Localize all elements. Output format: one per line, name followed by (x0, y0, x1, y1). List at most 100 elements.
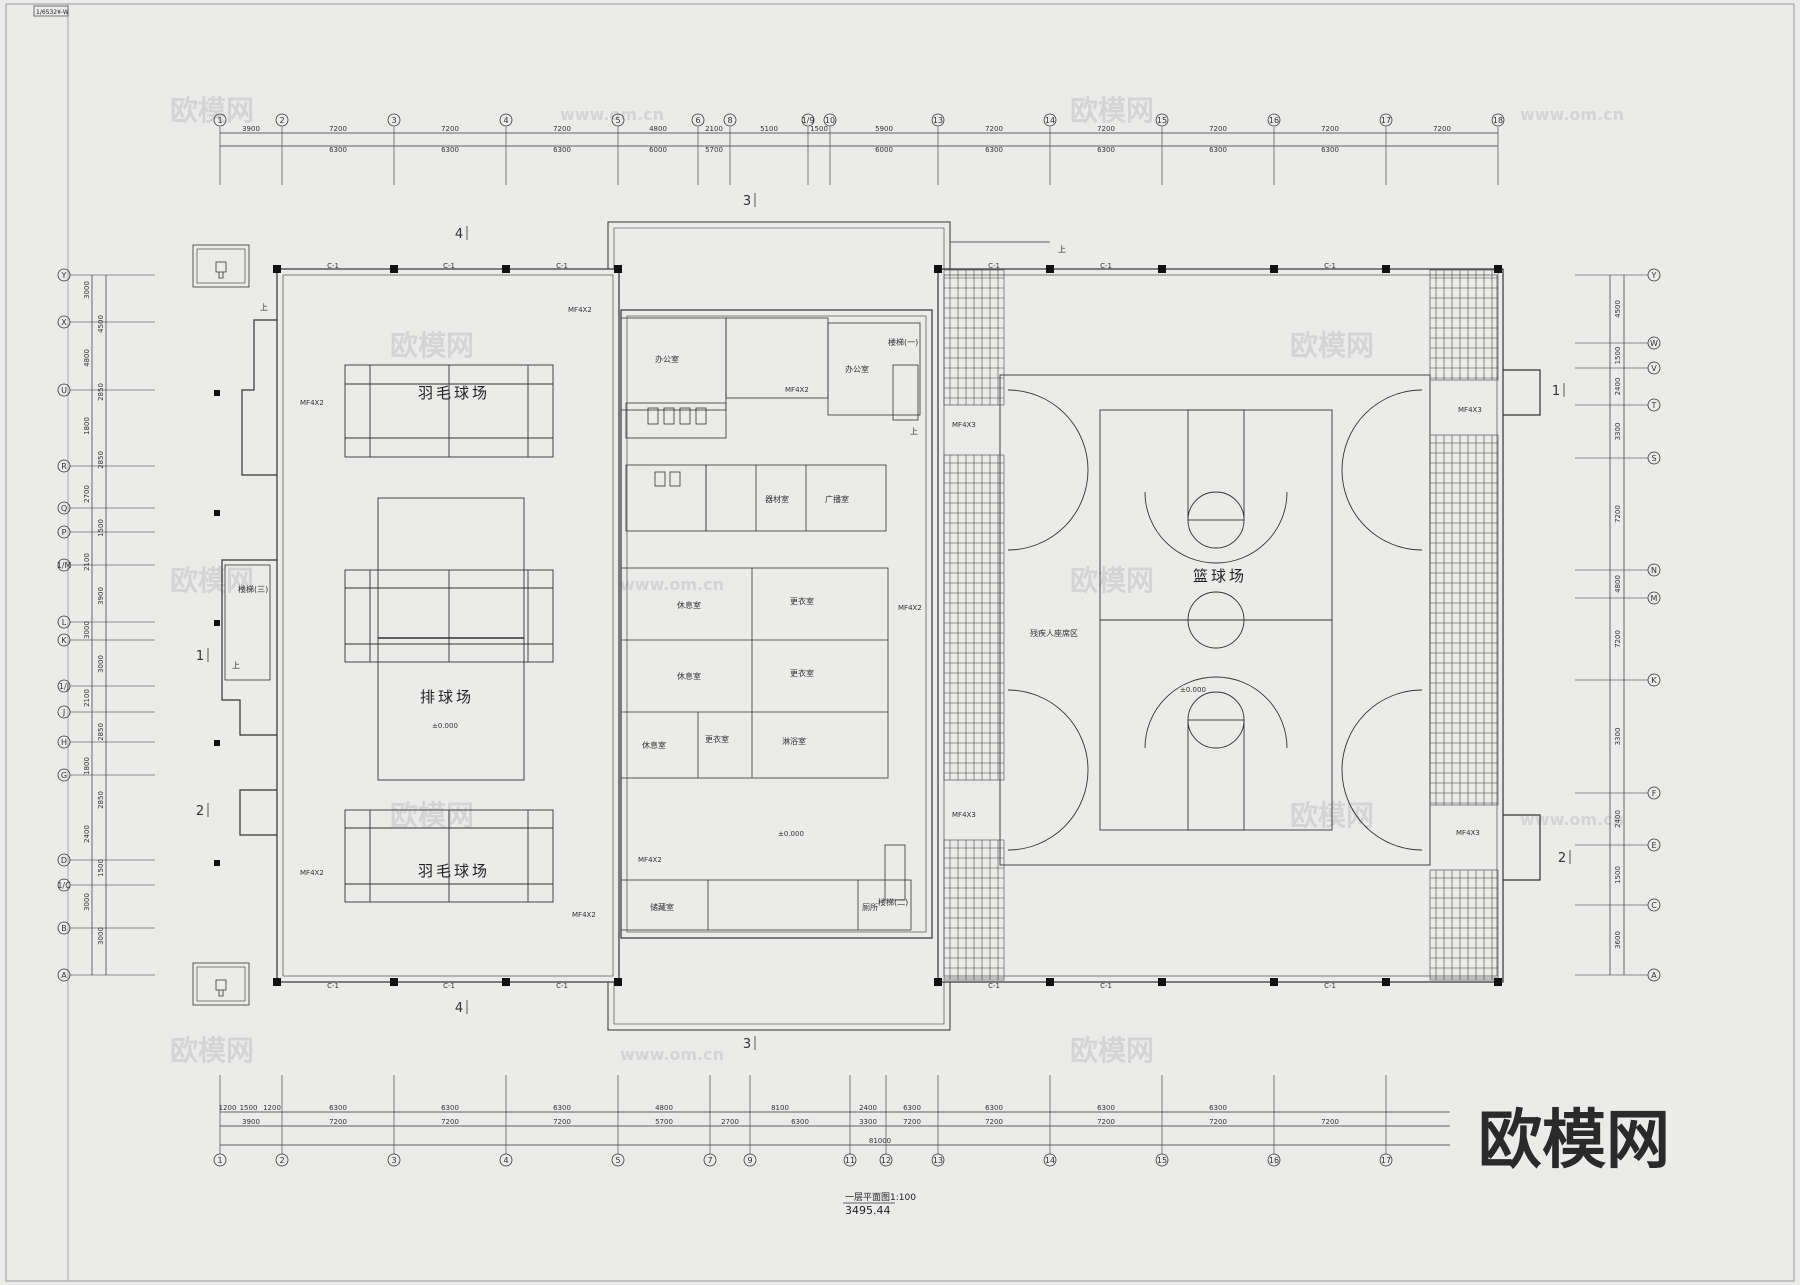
dimension-text: 7200 (1209, 1118, 1227, 1126)
axis-label: Y (61, 271, 67, 280)
axis-label: 9 (747, 1156, 752, 1165)
watermark-text: 欧模网 (1070, 94, 1154, 127)
dimension-text: 1500 (97, 519, 105, 537)
dimension-text: 2100 (705, 125, 723, 133)
door-label: MF4X2 (785, 386, 809, 394)
room-label: 休息室 (677, 600, 701, 610)
dimension-text: 6300 (1209, 1104, 1227, 1112)
section-number: 2 (196, 804, 204, 819)
axis-label: S (1651, 454, 1656, 463)
room-label: 广播室 (825, 494, 849, 504)
axis-bubble (1491, 113, 1505, 127)
dimension-text: 7200 (1433, 125, 1451, 133)
axis-label: T (1651, 401, 1657, 410)
dimension-text: 6300 (985, 146, 1003, 154)
axis-label: 5 (615, 116, 620, 125)
axis-bubble (213, 113, 227, 127)
dimension-text: 6300 (441, 146, 459, 154)
axis-label: D (61, 856, 67, 865)
dimension-text: 2400 (1614, 810, 1622, 828)
dimension-text: 7200 (329, 1118, 347, 1126)
plan-area: 3495.44 (845, 1204, 891, 1217)
dimension-text: 81000 (869, 1137, 891, 1145)
axis-label: 3 (391, 116, 396, 125)
left-dimension-chain: YXURQP1/MLK1/JJHGD1/CBA30004500480028501… (57, 268, 155, 982)
room-label: 厕所 (862, 902, 878, 912)
dimension-text: 3900 (242, 125, 260, 133)
section-number: 4 (455, 227, 463, 242)
axis-bubble (1155, 113, 1169, 127)
dimension-text: 3000 (97, 655, 105, 673)
column (214, 510, 220, 516)
dimension-text: 7200 (1321, 1118, 1339, 1126)
axis-label: A (61, 971, 67, 980)
door-label: MF4X2 (300, 869, 324, 877)
axis-bubble (723, 113, 737, 127)
dimension-text: 7200 (329, 125, 347, 133)
room-label: 办公室 (655, 354, 679, 364)
axis-label: 11 (845, 1156, 855, 1165)
column (214, 740, 220, 746)
axis-label: F (1652, 789, 1657, 798)
axis-bubble (1043, 113, 1057, 127)
column (1494, 265, 1502, 273)
column (214, 620, 220, 626)
section-number: 3 (743, 194, 751, 209)
dimension-text: 7200 (1321, 125, 1339, 133)
watermark-text: 欧模网 (390, 799, 474, 832)
axis-bubble (931, 113, 945, 127)
header-tag: 1/6S32¥-W (36, 9, 69, 16)
dimension-text: 2850 (97, 383, 105, 401)
window-label: C-1 (1100, 982, 1112, 990)
axis-bubble (801, 113, 815, 127)
dimension-text: 7200 (553, 1118, 571, 1126)
watermark-text: 欧模网 (170, 564, 254, 597)
dimension-text: 5700 (705, 146, 723, 154)
watermark-text: 欧模网 (170, 94, 254, 127)
watermark-url: www.om.cn (620, 575, 724, 594)
dimension-text: 3900 (97, 587, 105, 605)
axis-label: L (62, 618, 67, 627)
dimension-text: 7200 (985, 125, 1003, 133)
axis-bubble (611, 113, 625, 127)
door-label: MF4X2 (898, 604, 922, 612)
watermark-text: 欧模网 (1070, 1034, 1154, 1067)
dimension-text: 7200 (1209, 125, 1227, 133)
dimension-text: 6300 (903, 1104, 921, 1112)
axis-label: 17 (1381, 116, 1391, 125)
room-label: 休息室 (642, 740, 666, 750)
axis-label: V (1651, 364, 1657, 373)
elevation-mark: ±0.000 (1180, 686, 1206, 694)
axis-label: 2 (279, 1156, 284, 1165)
watermark-text: 欧模网 (170, 1034, 254, 1067)
dimension-text: 6300 (1097, 1104, 1115, 1112)
dimension-text: 5700 (655, 1118, 673, 1126)
dimension-text: 2850 (97, 451, 105, 469)
door-label: MF4X2 (568, 306, 592, 314)
axis-label: H (61, 738, 67, 747)
column (1382, 978, 1390, 986)
dimension-text: 3300 (859, 1118, 877, 1126)
dimension-text: 2100 (83, 553, 91, 571)
axis-label: 12 (881, 1156, 891, 1165)
section-number: 2 (1558, 851, 1566, 866)
axis-label: 2 (279, 116, 284, 125)
watermark-url: www.om.cn (560, 105, 664, 124)
axis-label: 1/J (59, 682, 69, 691)
dimension-text: 6000 (649, 146, 667, 154)
axis-label: 17 (1381, 1156, 1391, 1165)
room-label: 残疾人座席区 (1030, 628, 1078, 638)
dimension-text: 3000 (83, 893, 91, 911)
column (1382, 265, 1390, 273)
window-label: C-1 (327, 262, 339, 270)
axis-label: 13 (933, 116, 943, 125)
axis-label: R (61, 462, 67, 471)
axis-label: 14 (1045, 116, 1055, 125)
column (614, 978, 622, 986)
axis-label: 5 (615, 1156, 620, 1165)
elevation-mark: ±0.000 (432, 722, 458, 730)
